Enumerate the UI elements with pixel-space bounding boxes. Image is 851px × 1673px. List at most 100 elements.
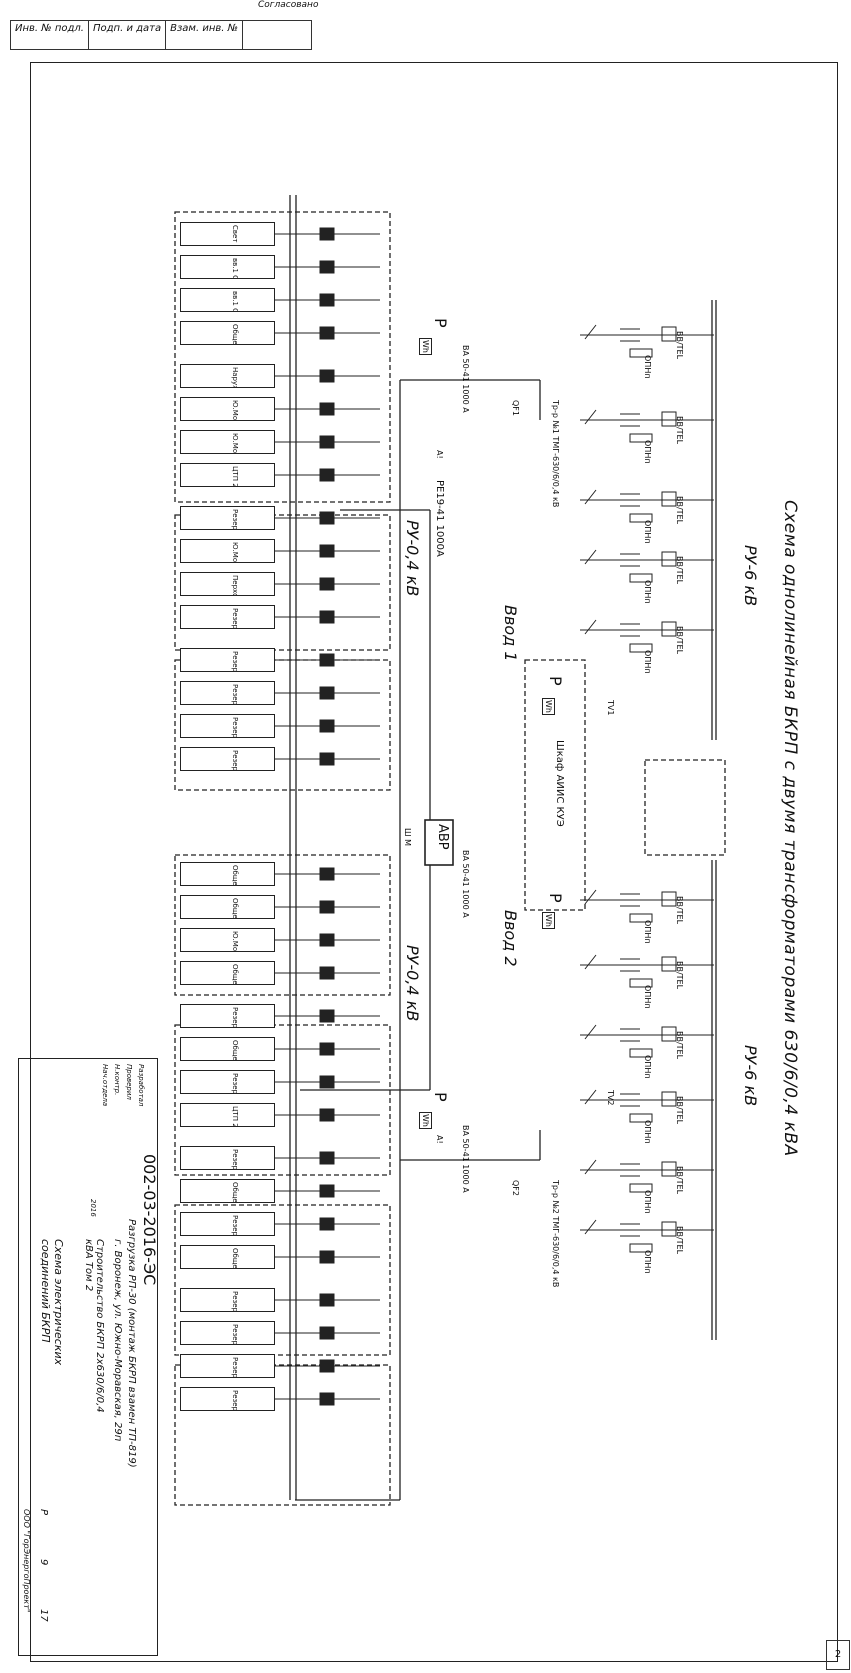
sheet-value: 9	[38, 1559, 49, 1566]
bottom-feeder-box: Резерв	[180, 1004, 275, 1028]
feeder-name: Общежитие №15	[231, 898, 239, 918]
cell-breaker-label: ВВ/TEL	[675, 331, 684, 360]
project-name: Разгрузка РП-30 (монтаж БКРП взамен ТП-8…	[126, 1219, 137, 1468]
top-feeder-box: Резерв	[180, 681, 275, 705]
top-feeder-box: Ю.Моравская, 29	[180, 397, 275, 421]
feeder-name: Перхоровича, 29 Киоск	[231, 575, 239, 595]
feeder-fuse	[319, 1042, 335, 1056]
feeder-name: Общежитие №13	[231, 324, 239, 344]
tv2-label: TV2	[606, 1090, 615, 1106]
feeder-name: Свет вв.1 Общежитие №14	[231, 225, 239, 245]
feeder-fuse	[319, 1151, 335, 1165]
feeder-name: Резерв	[231, 1007, 239, 1028]
top-feeder-box: Резерв	[180, 506, 275, 530]
switchgear-cell-5	[580, 619, 714, 653]
surge-arrester-label: ОПНп	[643, 1250, 652, 1274]
feeder-name: Резерв	[231, 1215, 239, 1236]
feeder-fuse	[319, 1108, 335, 1122]
role-3: Н.контр.	[113, 1064, 121, 1096]
ru04-bottom-label: РУ-0,4 кВ	[403, 945, 422, 1022]
feeder-name: Ю.Моравская, 27	[231, 433, 239, 453]
switchgear-cell-9	[580, 1089, 714, 1123]
aiis-cabinet-label: Шкаф АИИС КУЭ	[554, 740, 565, 827]
switchgear-cell-11	[580, 1219, 714, 1253]
meter-aiis-2-p: P	[546, 893, 565, 903]
bottom-feeder-box: ЦТП 28	[180, 1103, 275, 1127]
ru04-top-label: РУ-0,4 кВ	[403, 520, 422, 597]
feeder-fuse	[319, 227, 335, 241]
bottom-feeder-box: Резерв	[180, 1387, 275, 1411]
meter-top-p: P	[431, 318, 450, 328]
feeder-name: Резерв	[231, 608, 239, 629]
top-feeder-box: Наружное освещение	[180, 364, 275, 388]
feeder-name: ЦТП 28	[231, 1106, 239, 1127]
surge-arrester-label: ОПНп	[643, 920, 652, 944]
drawing-frame	[30, 62, 838, 1662]
top-feeder-box: Общежитие №13	[180, 321, 275, 345]
feeder-fuse	[319, 293, 335, 307]
stamp-cell-inventory: Инв. № подл.	[11, 21, 89, 49]
feeder-fuse	[319, 1075, 335, 1089]
feeder-fuse	[319, 719, 335, 733]
meter-aiis-2-unit: Wh	[542, 912, 555, 929]
top-feeder-box: Перхоровича, 29 Киоск	[180, 572, 275, 596]
feeder-fuse	[319, 1250, 335, 1264]
stamp-cell-replace: Взам. инв. №	[166, 21, 244, 49]
feeder-name: Резерв	[231, 1073, 239, 1094]
surge-arrester-label: ОПНп	[643, 650, 652, 674]
feeder-name: Ю.Моравская, 29	[231, 400, 239, 420]
feeder-fuse	[319, 369, 335, 383]
sheets-value: 17	[38, 1609, 49, 1622]
feeder-fuse	[319, 468, 335, 482]
meter-bottom-unit: Wh	[419, 1112, 432, 1129]
switchgear-cell-10	[580, 1159, 714, 1193]
feeder-name: Резерв	[231, 1357, 239, 1378]
bottom-feeder-box: Общежитие №14	[180, 1245, 275, 1269]
va-label-bottom: ВА 50-41 1000 А	[461, 1125, 470, 1193]
switchgear-cell-4	[580, 549, 714, 583]
surge-arrester-label: ОПНп	[643, 1055, 652, 1079]
feeder-name: Общежитие №15	[231, 964, 239, 984]
feeder-fuse	[319, 933, 335, 947]
top-feeder-box: Резерв	[180, 714, 275, 738]
feeder-fuse	[319, 260, 335, 274]
doc-code: 002-03-2016-ЭС	[140, 1154, 159, 1286]
bottom-feeder-box: Общежитие №10	[180, 862, 275, 886]
surge-arrester-label: ОПНп	[643, 985, 652, 1009]
transformer-1-label: Тр-р №1 ТМГ-630/6/0,4 кВ	[551, 400, 560, 508]
year: 2016	[89, 1199, 97, 1217]
feeder-fuse	[319, 511, 335, 525]
feeder-fuse	[319, 752, 335, 766]
transformer-2-label: Тр-р №2 ТМГ-630/6/0,4 кВ	[551, 1180, 560, 1288]
meter-aiis-1-p: P	[546, 676, 565, 686]
feeder-fuse	[319, 653, 335, 667]
cell-breaker-label: ВВ/TEL	[675, 416, 684, 445]
page-number: 2	[826, 1640, 850, 1670]
feeder-name: Резерв	[231, 651, 239, 672]
feeder-name: Общежитие №14	[231, 1248, 239, 1268]
feeder-name: Резерв	[231, 509, 239, 530]
feeder-name: Наружное освещение	[231, 367, 239, 387]
switchgear-cell-1	[580, 324, 714, 358]
stage-title: Строительство БКРП 2х630/6/0,4 кВА Том 2	[83, 1239, 105, 1413]
bottom-feeder-box: Общежитие №15	[180, 895, 275, 919]
bottom-feeder-box: Общежитие №15	[180, 961, 275, 985]
switchgear-cell-7	[580, 954, 714, 988]
role-2: Проверил	[125, 1064, 133, 1100]
surge-arrester-label: ОПНп	[643, 1120, 652, 1144]
bottom-feeder-box: Резерв	[180, 1212, 275, 1236]
cell-breaker-label: ВВ/TEL	[675, 496, 684, 525]
feeder-fuse	[319, 1392, 335, 1406]
company-name: ООО "ГорЭнергоПроект"	[22, 1509, 31, 1613]
feeder-name: Резерв	[231, 750, 239, 771]
ru6-right-label: РУ-6 кВ	[741, 1045, 760, 1107]
inventory-stamp: Инв. № подл. Подп. и дата Взам. инв. №	[10, 20, 312, 50]
feeder-name: Резерв	[231, 1324, 239, 1345]
top-feeder-box: Свет вв.1 Общежитие №14	[180, 222, 275, 246]
diagram-title: Схема однолинейная БКРП с двумя трансфор…	[780, 500, 800, 1157]
feeder-fuse	[319, 900, 335, 914]
bottom-feeder-box: Резерв	[180, 1354, 275, 1378]
feeder-fuse	[319, 610, 335, 624]
